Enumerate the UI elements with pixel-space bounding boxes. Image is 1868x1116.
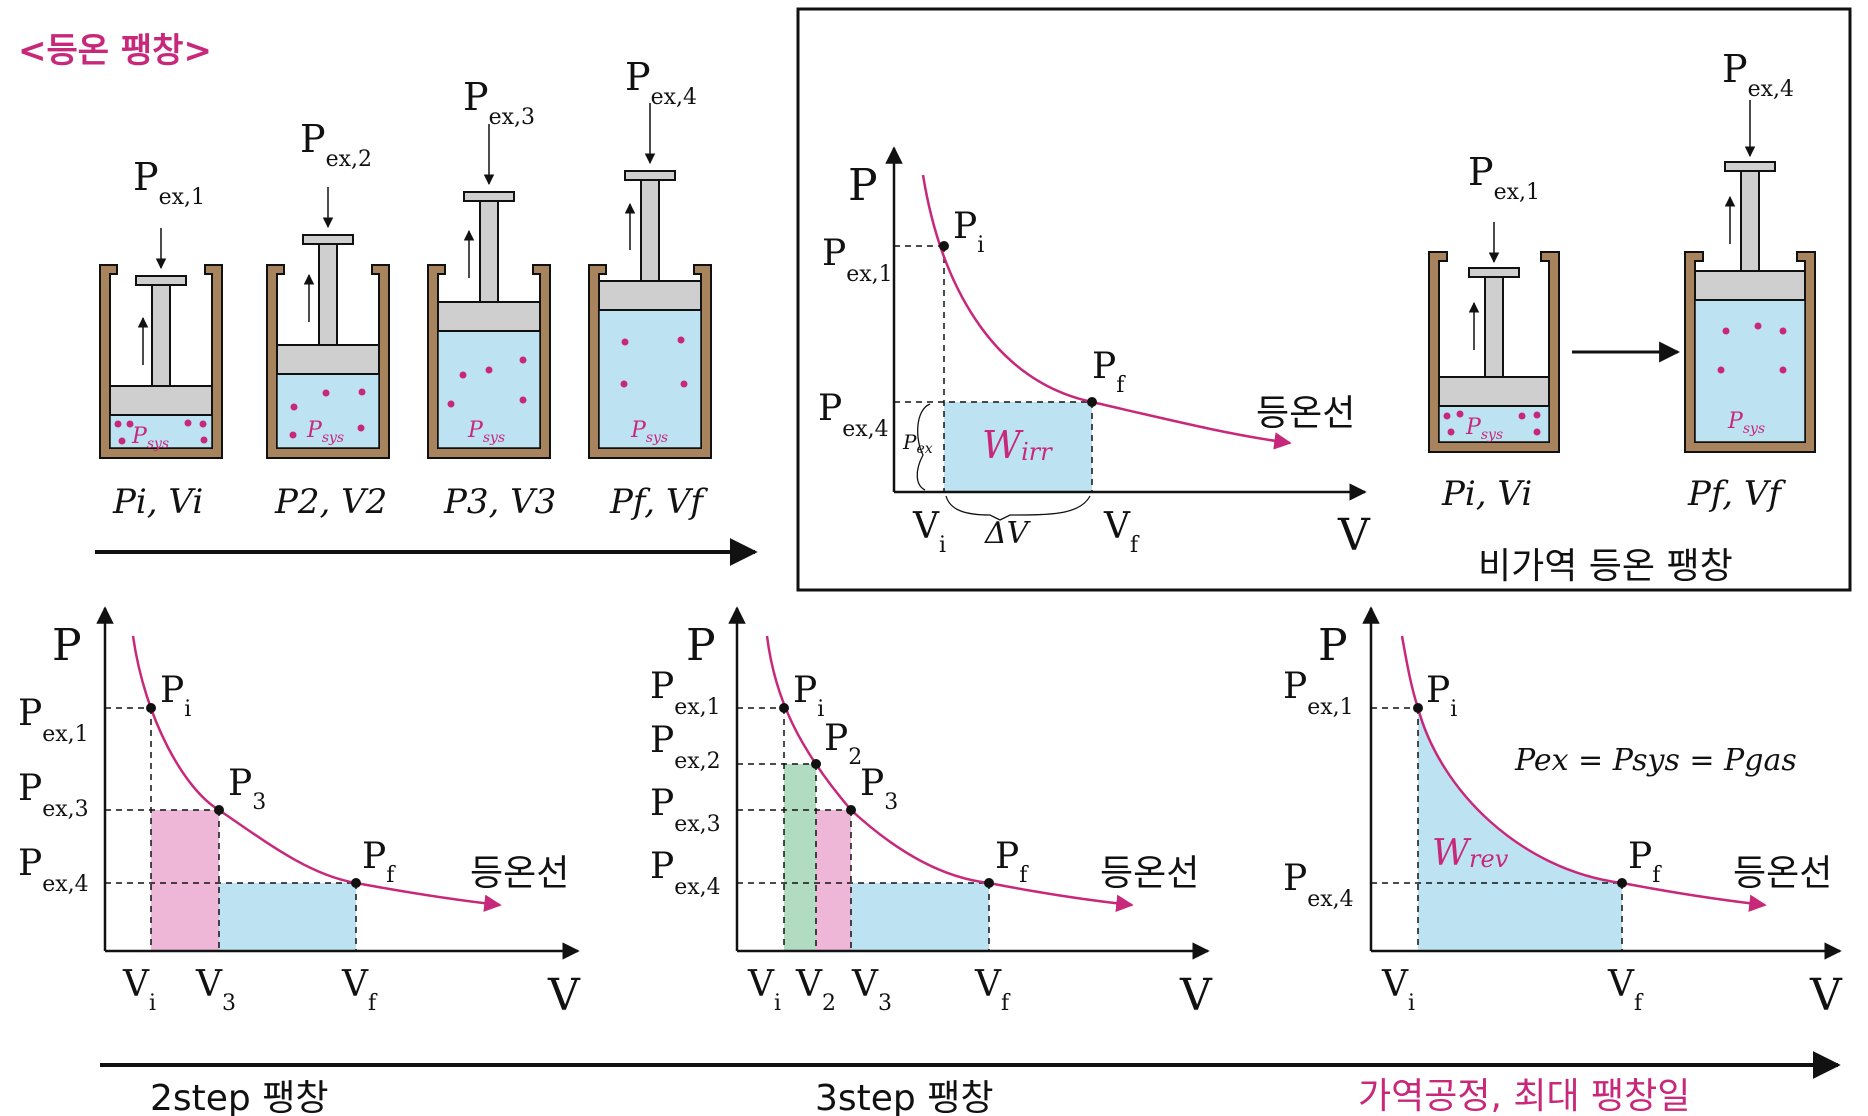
axis-label-v: V <box>1809 970 1843 1021</box>
tick-v3: V3 <box>195 964 236 1016</box>
axis-label-p: P <box>1318 620 1348 671</box>
work-area-step3 <box>851 883 989 951</box>
tick-pex4: Pex,4 <box>18 843 89 897</box>
work-area-step1 <box>151 810 219 951</box>
tick-pex4: Pex,4 <box>1283 858 1354 912</box>
label-pf: Pf <box>1092 346 1126 398</box>
pex-label: Pex,4 <box>1722 47 1794 102</box>
point-pf <box>1087 397 1097 407</box>
isotherm-curve <box>921 174 1292 450</box>
tick-vi: Vi <box>747 964 781 1016</box>
isotherm-label: 등온선 <box>1100 853 1199 894</box>
label-pi: Pi <box>1426 670 1457 722</box>
tick-pex1: Pex,1 <box>18 693 89 747</box>
tick-pex1: Pex,1 <box>1283 666 1354 720</box>
label-pf: Pf <box>362 836 396 888</box>
work-area-step2 <box>219 883 356 951</box>
tick-pex4: Pex,4 <box>818 388 889 442</box>
axis-label-v: V <box>1179 970 1213 1021</box>
isotherm-curve <box>765 635 1134 913</box>
label-pf: Pf <box>995 836 1029 888</box>
tick-pex1: Pex,1 <box>650 666 721 720</box>
cylinder-4: Psys Pex,4 Pf, Vf <box>588 55 712 522</box>
label-pi: Pi <box>953 206 984 258</box>
tick-vf: Vf <box>974 964 1011 1016</box>
tick-pex3: Pex,3 <box>18 768 89 822</box>
tick-vi: Vi <box>912 506 946 558</box>
work-area-rev <box>1418 708 1622 951</box>
cylinder-2: Psys Pex,2 P2, V2 <box>266 117 390 522</box>
cylinder-1: Psys Pex,1 Pi, Vi <box>99 155 223 522</box>
isotherm-label: 등온선 <box>1733 853 1832 894</box>
graph-caption: 가역공정, 최대 팽창일 <box>1358 1076 1690 1116</box>
pex-label: Pex,2 <box>300 117 372 172</box>
graph-reversible: P V Pex,1 Pex,4 Pi Pf Vi Vf 등온선 Pex = Ps… <box>1283 606 1843 1116</box>
page-title: <등온 팽창> <box>18 31 212 71</box>
label-pi: Pi <box>160 670 191 722</box>
state-label: Pi, Vi <box>112 482 203 522</box>
panel-border <box>796 7 1852 592</box>
equation: Pex = Psys = Pgas <box>1514 743 1797 778</box>
axis-label-p: P <box>848 160 878 211</box>
irreversible-expansion-panel: P V Pex,1 Pex,4 Pi Pf Vi Vf 등온선 Wirr Pex… <box>796 7 1852 592</box>
isotherm-curve <box>1400 635 1767 912</box>
pex-label: Pex,1 <box>1468 150 1540 205</box>
tick-pex1: Pex,1 <box>822 233 893 287</box>
tick-pex4: Pex,4 <box>650 846 721 900</box>
dv-bracket <box>945 495 1091 521</box>
tick-v3: V3 <box>851 964 892 1016</box>
isotherm-label: 등온선 <box>470 853 569 894</box>
pex-bracket-label: Pex <box>902 430 933 457</box>
tick-pex3: Pex,3 <box>650 783 721 837</box>
axis-label-v: V <box>547 970 581 1021</box>
cylinder-after: Psys Pex,4 Pf, Vf <box>1684 47 1816 514</box>
state-label: Pf, Vf <box>609 482 708 522</box>
tick-vi: Vi <box>122 964 156 1016</box>
isotherm-curve <box>131 635 502 912</box>
label-p3: P3 <box>860 763 898 815</box>
label-p2: P2 <box>824 718 862 770</box>
graph-2step: P V Pex,1 Pex,3 Pex,4 Pi P3 Pf Vi V3 Vf … <box>18 606 581 1116</box>
pex-bracket <box>916 403 931 491</box>
tick-vf: Vf <box>1103 506 1140 558</box>
graph-caption: 3step 팽창 <box>815 1078 993 1116</box>
panel-caption: 비가역 등온 팽창 <box>1478 546 1733 587</box>
work-label-rev: Wrev <box>1432 833 1509 874</box>
label-p3: P3 <box>228 763 266 815</box>
tick-vf: Vf <box>1607 964 1644 1016</box>
state-label: P2, V2 <box>274 482 387 522</box>
cylinder-3: Psys Pex,3 P3, V3 <box>427 75 556 522</box>
state-label: Pi, Vi <box>1441 474 1532 514</box>
state-label: Pf, Vf <box>1687 474 1786 514</box>
dv-label: ΔV <box>984 516 1032 551</box>
work-area-step1 <box>784 764 816 951</box>
label-pf: Pf <box>1628 836 1662 888</box>
work-label-irr: Wirr <box>982 423 1053 467</box>
state-label: P3, V3 <box>443 482 556 522</box>
graph-3step: P V Pex,1 Pex,2 Pex,3 Pex,4 Pi P2 P3 Pf … <box>650 606 1213 1116</box>
label-pi: Pi <box>793 670 824 722</box>
isotherm-label: 등온선 <box>1256 393 1355 434</box>
graph-caption: 2step 팽창 <box>150 1078 328 1116</box>
point-pi <box>939 241 949 251</box>
tick-vi: Vi <box>1381 964 1415 1016</box>
pex-label: Pex,3 <box>463 75 535 130</box>
axis-label-p: P <box>52 620 82 671</box>
tick-v2: V2 <box>795 964 836 1016</box>
axis-label-v: V <box>1337 510 1371 561</box>
work-area-irr <box>944 402 1092 492</box>
cylinder-before: Psys Pex,1 Pi, Vi <box>1428 150 1560 514</box>
pex-label: Pex,1 <box>133 155 205 210</box>
pex-label: Pex,4 <box>625 55 697 110</box>
axis-label-p: P <box>686 620 716 671</box>
tick-pex2: Pex,2 <box>650 720 721 774</box>
work-area-step2 <box>816 810 851 951</box>
tick-vf: Vf <box>341 964 378 1016</box>
